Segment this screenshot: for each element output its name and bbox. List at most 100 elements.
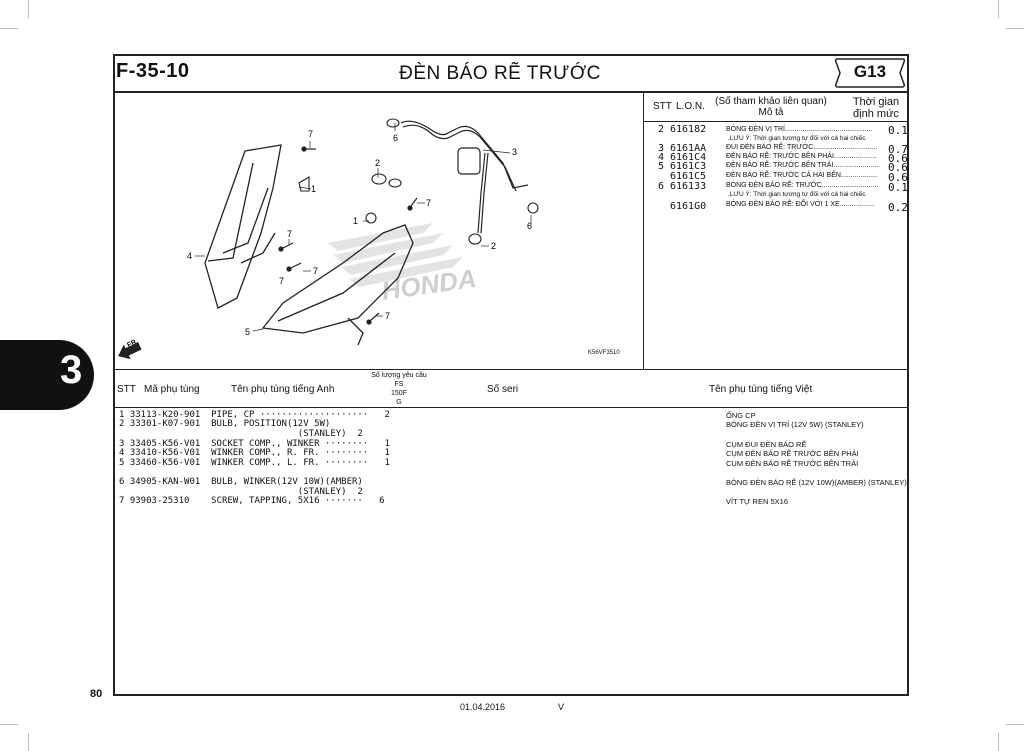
crop-mark <box>1006 724 1024 725</box>
parts-header-qty: Số lượng yêu cầu FS 150F G <box>368 371 430 407</box>
lon-row-time: 0.1 <box>888 124 908 137</box>
group-badge: G13 <box>834 58 906 88</box>
callout-label: 2 <box>491 241 496 251</box>
table-header-divider <box>113 407 909 408</box>
table-row-vn: CỤM ĐÈN BÁO RẼ TRƯỚC BÊN TRÁI <box>726 459 859 468</box>
lon-row-code: 6161C4 <box>670 152 707 163</box>
page-title: ĐÈN BÁO RẼ TRƯỚC <box>399 63 601 84</box>
parts-header-name-en: Tên phụ tùng tiếng Anh <box>231 384 335 395</box>
table-row: 5 33460-K56-V01 WINKER COMP., L. FR. ···… <box>119 458 390 468</box>
crop-mark <box>998 733 999 751</box>
table-row-vn: CỤM ĐUI ĐÈN BÁO RẼ <box>726 440 807 449</box>
callout-label: 7 <box>279 276 284 286</box>
diagram-image-code: K56VF3510 <box>588 350 620 356</box>
winker-right-body <box>204 144 282 309</box>
lon-row-time: 0.2 <box>888 201 908 214</box>
crop-mark <box>1006 28 1024 29</box>
lon-row-stt: 5 <box>658 161 665 172</box>
table-row: 3 33405-K56-V01 SOCKET COMP., WINKER ···… <box>119 439 390 449</box>
table-row-vn: ỐNG CP <box>726 411 756 420</box>
lon-header-desc: Mô tả <box>758 107 784 118</box>
crop-mark <box>0 724 18 725</box>
front-arrow-icon <box>118 342 142 360</box>
chapter-tab: 3 <box>0 340 94 410</box>
print-date: 01.04.2016 <box>460 702 506 712</box>
table-row: 1 33113-K20-901 PIPE, CP ···············… <box>119 410 390 420</box>
lon-row-code: 616133 <box>670 181 707 192</box>
lon-row-stt: 2 <box>658 124 665 135</box>
lon-header-time: định mức <box>853 108 899 120</box>
table-row: 2 33301-K07-901 BULB, POSITION(12V 5W) <box>119 419 331 429</box>
section-divider <box>113 369 909 370</box>
qty-header-title: Số lượng yêu cầu <box>371 372 427 379</box>
honda-wing-watermark <box>328 223 463 287</box>
callout-label: 1 <box>311 184 316 194</box>
lon-row-code: 6161C3 <box>670 161 707 172</box>
parts-header-stt: STT <box>117 384 136 395</box>
callout-label: 7 <box>426 198 431 208</box>
lon-row-stt: 6 <box>658 181 665 192</box>
leader-lines <box>195 123 532 332</box>
callout-label: 7 <box>385 311 390 321</box>
lon-row-stt: 4 <box>658 152 665 163</box>
lon-header-time: Thời gian <box>852 96 900 108</box>
lon-row-desc: BÓNG ĐÈN VỊ TRÍ.........................… <box>726 126 873 133</box>
callout-label: 7 <box>308 129 313 139</box>
crop-mark <box>28 733 29 751</box>
lon-header-divider <box>643 121 909 122</box>
parts-header-serial: Số seri <box>487 384 519 395</box>
lon-row-desc: BÓNG ĐÈN BÁO RẼ: ĐỔI VỚI 1 XE...........… <box>726 201 875 208</box>
callout-label: 1 <box>353 216 358 226</box>
page-number: 80 <box>90 688 103 700</box>
callout-label: 2 <box>375 158 380 168</box>
callout-label: 7 <box>313 266 318 276</box>
lon-row-time: 0.6 <box>888 161 908 174</box>
exploded-diagram: HONDA <box>118 118 539 360</box>
table-row-vn: BÓNG ĐÈN VỊ TRÍ (12V 5W) (STANLEY) <box>726 420 864 429</box>
lon-header-code: L.O.N. <box>676 101 705 112</box>
bulbs-sockets <box>298 118 539 245</box>
header-divider <box>113 91 909 93</box>
qty-header-model: 150F <box>391 390 407 397</box>
table-row: 6 34905-KAN-W01 BULB, WINKER(12V 10W)(AM… <box>119 477 363 487</box>
qty-header-model: G <box>396 399 402 406</box>
chapter-number: 3 <box>60 348 83 392</box>
table-row-vn: CỤM ĐÈN BÁO RẼ TRƯỚC BÊN PHẢI <box>726 449 859 458</box>
crop-mark <box>998 0 999 18</box>
lon-row-stt: 3 <box>658 143 665 154</box>
qty-header-model: FS <box>394 381 404 388</box>
wiring-harness <box>400 120 529 234</box>
winker-left-body <box>261 224 414 346</box>
lon-row-time: 0.6 <box>888 152 908 165</box>
callout-label: 7 <box>287 229 292 239</box>
table-row-vn: VÍT TỰ REN 5X16 <box>726 497 788 506</box>
crop-mark <box>0 28 18 29</box>
callout-label: 4 <box>187 251 192 261</box>
lon-row-desc: ĐÈN BÁO RẼ: TRƯỚC CẢ HAI BÊN............… <box>726 172 878 179</box>
front-label: FR. <box>126 338 139 349</box>
crop-mark <box>28 0 29 18</box>
page-frame <box>113 54 909 696</box>
callout-label: 5 <box>245 327 250 337</box>
lon-row-desc: BÓNG ĐÈN BÁO RẼ: TRƯỚC..................… <box>726 182 879 189</box>
table-row: (STANLEY) 2 <box>119 487 363 497</box>
lon-header-ref: (Số tham khảo liên quan) <box>715 96 827 107</box>
diagram-divider <box>643 93 644 369</box>
lon-row-code: 6161AA <box>670 143 707 154</box>
group-code: G13 <box>853 62 887 81</box>
lon-row-desc: ĐÈN BÁO RẼ: TRƯỚC BÊN PHẢI..............… <box>726 153 877 160</box>
callout-label: 6 <box>527 221 532 231</box>
lon-row-time: 0.7 <box>888 143 908 156</box>
parts-header-name-vn: Tên phụ tùng tiếng Việt <box>709 384 813 395</box>
callout-label: 3 <box>512 147 517 157</box>
section-code: F-35-10 <box>116 60 190 82</box>
table-row: 4 33410-K56-V01 WINKER COMP., R. FR. ···… <box>119 448 390 458</box>
table-row: 7 93903-25310 SCREW, TAPPING, 5X16 ·····… <box>119 496 385 506</box>
lon-row-note: .LƯU Ý: Thời gian tương tự đối với cả ha… <box>728 135 866 142</box>
lon-header-stt: STT <box>653 101 672 112</box>
table-row-vn: BÓNG ĐÈN BÁO RẼ (12V 10W)(AMBER) (STANLE… <box>726 478 907 487</box>
lon-row-code: 616182 <box>670 124 707 135</box>
lon-row-desc: ĐUI ĐÈN BÁO RẼ: TRƯỚC...................… <box>726 144 878 151</box>
lon-row-desc: ĐÈN BÁO RẼ: TRƯỚC BÊN TRÁI..............… <box>726 162 881 169</box>
lon-row-time: 0.1 <box>888 181 908 194</box>
